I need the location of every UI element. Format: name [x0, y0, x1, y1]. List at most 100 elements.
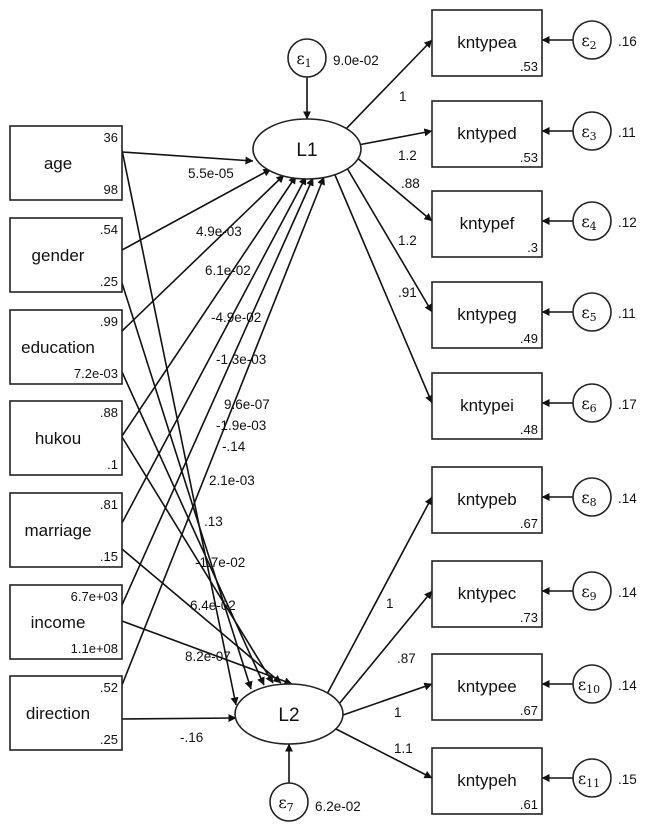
indicator-box-kntypei [431, 372, 543, 440]
path-income-L1 [121, 177, 314, 606]
latent-L2 [234, 683, 344, 745]
path-gender-L1 [121, 168, 272, 251]
indicator-label-kntypec: kntypec [458, 584, 517, 603]
predictor-box-direction [9, 675, 123, 751]
error-variance-kntypec: .14 [618, 585, 637, 600]
indicator-intercept-kntypee: .67 [520, 703, 538, 718]
loading-arrow-kntyped [357, 128, 433, 146]
predictor-variance-direction: .25 [100, 732, 118, 747]
indicator-label-kntypeg: kntypeg [457, 305, 517, 324]
loading-arrow-kntypeg [346, 167, 433, 313]
error-variance-kntypeh: .15 [618, 772, 637, 787]
error-variance-kntypef: .12 [618, 215, 637, 230]
predictor-mean-education: .99 [100, 314, 118, 329]
error-variance-L1: 9.0e-02 [333, 53, 379, 68]
predictor-label-age: age [44, 154, 72, 173]
coef-label-marriage-L2: 6.4e-02 [190, 598, 236, 613]
predictor-variance-income: 1.1e+08 [71, 641, 118, 656]
path-marriage-L2 [121, 548, 282, 684]
loading-arrow-kntypeh [335, 728, 433, 779]
coef-label-gender-L1: 4.9e-03 [196, 224, 242, 239]
indicator-label-kntypeh: kntypeh [457, 771, 517, 790]
loading-label-kntypec: .87 [397, 651, 416, 666]
predictor-label-hukou: hukou [35, 429, 81, 448]
predictor-label-income: income [31, 613, 86, 632]
coef-label-direction-L2: -.16 [180, 730, 203, 745]
error-subscript-kntypec: 9 [590, 590, 597, 603]
error-circle-kntypea [572, 20, 612, 60]
error-circle-kntypef [572, 201, 612, 241]
indicator-label-kntypef: kntypef [460, 214, 515, 233]
error-subscript-kntypef: 4 [590, 220, 597, 233]
loading-label-kntypei: .91 [398, 285, 417, 300]
loading-label-kntypeg: 1.2 [398, 233, 417, 248]
path-direction-L2 [121, 714, 237, 723]
error-subscript-kntypea: 2 [590, 39, 597, 52]
latent-label-L2: L2 [278, 705, 299, 726]
path-education-L1 [121, 174, 285, 332]
path-age-L1 [121, 151, 254, 165]
indicator-intercept-kntypef: .3 [527, 240, 538, 255]
loading-label-kntypeh: 1.1 [394, 741, 413, 756]
coef-label-gender-L2: 2.1e-03 [209, 473, 255, 488]
loading-arrow-kntypef [354, 155, 433, 222]
predictor-mean-marriage: .81 [100, 497, 118, 512]
nodes-layer: age3698gender.54.25education.997.2e-03hu… [9, 9, 637, 822]
indicator-box-kntypeh [431, 747, 543, 815]
coef-label-marriage-L1: -1.3e-03 [216, 352, 266, 367]
error-variance-kntypea: .16 [618, 34, 637, 49]
coef-label-income-L2: 8.2e-07 [185, 649, 231, 664]
error-variance-kntypee: .14 [618, 678, 637, 693]
path-age-L2 [121, 149, 239, 706]
path-hukou-L1 [121, 175, 297, 437]
coef-label-age-L2: -.14 [222, 439, 246, 454]
indicator-box-kntypea [431, 9, 543, 77]
coef-label-hukou-L2: -1.7e-02 [195, 555, 245, 570]
error-subscript-kntypeb: 8 [590, 496, 597, 509]
labels-layer: 11.2.881.2.911.8711.15.5e-054.9e-036.1e-… [180, 89, 420, 756]
coef-label-education-L1: 6.1e-02 [205, 263, 251, 278]
predictor-label-direction: direction [26, 704, 90, 723]
loading-arrow-kntypee [342, 682, 433, 716]
predictor-mean-direction: .52 [100, 680, 118, 695]
error-subscript-kntyped: 3 [590, 130, 597, 143]
predictor-box-age [9, 125, 123, 201]
indicator-label-kntypee: kntypee [457, 677, 517, 696]
path-gender-L2 [121, 282, 253, 690]
loading-arrow-kntypec [338, 590, 433, 705]
loading-label-kntypee: 1 [394, 705, 402, 720]
predictor-variance-gender: .25 [100, 274, 118, 289]
indicator-box-kntypee [431, 653, 543, 721]
error-subscript-L1: 1 [305, 57, 312, 70]
loading-label-kntypef: .88 [401, 176, 420, 191]
error-circle-kntypeg [572, 292, 612, 332]
predictor-label-gender: gender [32, 246, 85, 265]
indicator-intercept-kntypeh: .61 [520, 797, 538, 812]
error-circle-kntypee [572, 664, 612, 704]
indicator-intercept-kntypec: .73 [520, 610, 538, 625]
error-subscript-kntypeh: 11 [586, 777, 600, 790]
error-variance-kntyped: .11 [618, 125, 636, 140]
error-circle-L2 [269, 782, 309, 822]
error-circle-kntypec [572, 571, 612, 611]
error-subscript-L2: 7 [287, 801, 294, 814]
predictor-variance-education: 7.2e-03 [74, 366, 118, 381]
error-circle-L1 [287, 38, 327, 78]
coef-label-hukou-L1: -4.9e-02 [211, 310, 261, 325]
predictor-box-education [9, 309, 123, 385]
indicator-label-kntyped: kntyped [457, 124, 517, 143]
error-variance-L2: 6.2e-02 [315, 799, 361, 814]
path-income-L2 [121, 620, 293, 686]
predictor-box-hukou [9, 400, 123, 476]
indicator-label-kntypei: kntypei [460, 396, 514, 415]
loading-label-kntyped: 1.2 [398, 148, 417, 163]
error-circle-kntyped [572, 111, 612, 151]
loading-arrow-kntypea [343, 39, 433, 132]
indicator-box-kntypec [431, 560, 543, 628]
predictor-label-education: education [21, 338, 95, 357]
error-circle-kntypeh [572, 758, 612, 798]
edges-layer [121, 36, 573, 783]
predictor-label-marriage: marriage [24, 521, 91, 540]
error-variance-kntypeg: .11 [618, 306, 636, 321]
